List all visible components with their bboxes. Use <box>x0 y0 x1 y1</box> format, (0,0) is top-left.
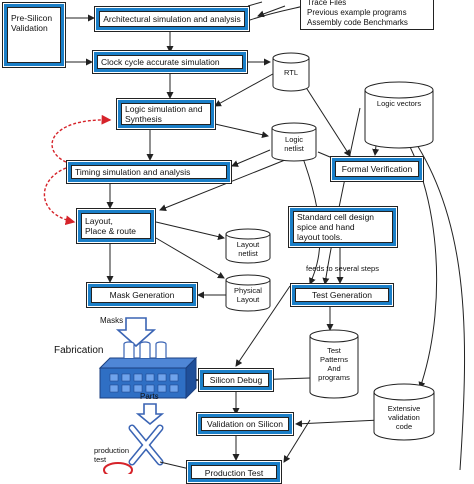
layout-place-route-label: Layout, Place & route <box>85 216 137 236</box>
architectural-simulation-label: Architectural simulation and analysis <box>103 14 241 24</box>
arrow-patterns-to-prodtest <box>283 419 311 463</box>
physical-layout-label: Physical Layout <box>234 286 262 304</box>
clock-cycle-simulation-box[interactable]: Clock cycle accurate simulation <box>92 50 248 74</box>
arrow-extensive-to-validation <box>295 419 381 428</box>
silicon-debug-box[interactable]: Silicon Debug <box>198 368 274 392</box>
production-test-label: Production Test <box>204 468 264 478</box>
rtl-label: RTL <box>283 68 299 77</box>
parts-hollow-arrow <box>135 403 165 426</box>
logic-simulation-label: Logic simulation and Synthesis <box>125 104 203 124</box>
feedback-arrow <box>51 114 112 163</box>
logic-netlist-cylinder <box>271 122 317 162</box>
arrow-vectors-to-extensive <box>384 107 438 389</box>
fabrication-block <box>98 341 198 400</box>
logic-vectors-label: Logic vectors <box>376 99 422 108</box>
parts-label: Parts <box>140 392 159 401</box>
trace-files-box: Trace Files Previous example programs As… <box>300 0 434 30</box>
validation-on-silicon-label: Validation on Silicon <box>207 419 283 429</box>
layout-netlist-label: Layout netlist <box>236 240 260 258</box>
logic-vectors-cylinder <box>364 81 434 149</box>
cylinders <box>225 52 435 441</box>
extensive-validation-cylinder <box>373 383 435 441</box>
masks-hollow-arrow <box>115 317 157 348</box>
test-generation-label: Test Generation <box>311 290 372 300</box>
arrow-trace-to-arch <box>257 5 286 18</box>
extensive-validation-label: Extensive validation code <box>387 404 421 431</box>
test-patterns-cylinder <box>309 329 359 399</box>
masks-label: Masks <box>100 316 124 325</box>
timing-simulation-box[interactable]: Timing simulation and analysis <box>66 160 232 184</box>
timing-simulation-label: Timing simulation and analysis <box>75 167 191 177</box>
standard-cell-design-label: Standard cell design spice and hand layo… <box>297 212 375 242</box>
feeds-label: feeds to several steps <box>306 264 379 273</box>
trace-files-label: Trace Files Previous example programs As… <box>307 0 408 27</box>
mask-generation-box[interactable]: Mask Generation <box>86 282 198 308</box>
mask-generation-label: Mask Generation <box>109 290 175 300</box>
silicon-debug-label: Silicon Debug <box>209 375 263 385</box>
arrow-testgen-to-debug <box>235 285 291 367</box>
connector-layer <box>43 1 466 474</box>
physical-layout-cylinder <box>225 274 271 312</box>
layout-netlist-cylinder <box>225 228 271 264</box>
production-test-side-label: production test <box>94 446 130 464</box>
test-patterns-label: Test Patterns And programs <box>318 346 350 382</box>
formal-verification-label: Formal Verification <box>341 164 413 174</box>
logic-netlist-label: Logic netlist <box>284 135 304 153</box>
test-generation-box[interactable]: Test Generation <box>290 283 394 307</box>
arrow-vectors-to-testgen <box>322 107 361 285</box>
arrow-rtl-to-formal <box>299 77 351 157</box>
layout-place-route-box[interactable]: Layout, Place & route <box>76 208 156 244</box>
architectural-simulation-box[interactable]: Architectural simulation and analysis <box>94 6 250 32</box>
red-reject-oval <box>103 462 133 474</box>
fabrication-label: Fabrication <box>54 345 104 356</box>
arrow-arch-top <box>247 1 263 7</box>
arrow-logic-to-netlist <box>214 123 269 139</box>
logic-simulation-box[interactable]: Logic simulation and Synthesis <box>116 98 216 130</box>
arrow-rtl-to-logic <box>214 69 281 107</box>
arrow-netlist-to-layout <box>159 159 286 212</box>
arrow-layout-to-layoutnetlist <box>155 221 225 241</box>
formal-verification-box[interactable]: Formal Verification <box>330 156 424 182</box>
standard-cell-design-box[interactable]: Standard cell design spice and hand layo… <box>288 206 398 248</box>
production-x-inner <box>130 426 162 464</box>
arrow-netlist-to-timing <box>231 149 271 167</box>
pre-silicon-label: Pre-Silicon Validation <box>11 13 53 33</box>
clock-cycle-simulation-label: Clock cycle accurate simulation <box>101 57 220 67</box>
pre-silicon-validation-box[interactable]: Pre-Silicon Validation <box>2 2 66 68</box>
production-test-box[interactable]: Production Test <box>186 460 282 484</box>
validation-on-silicon-box[interactable]: Validation on Silicon <box>196 412 294 436</box>
arrow-layout-to-physical <box>155 237 225 279</box>
rtl-cylinder <box>272 52 310 92</box>
